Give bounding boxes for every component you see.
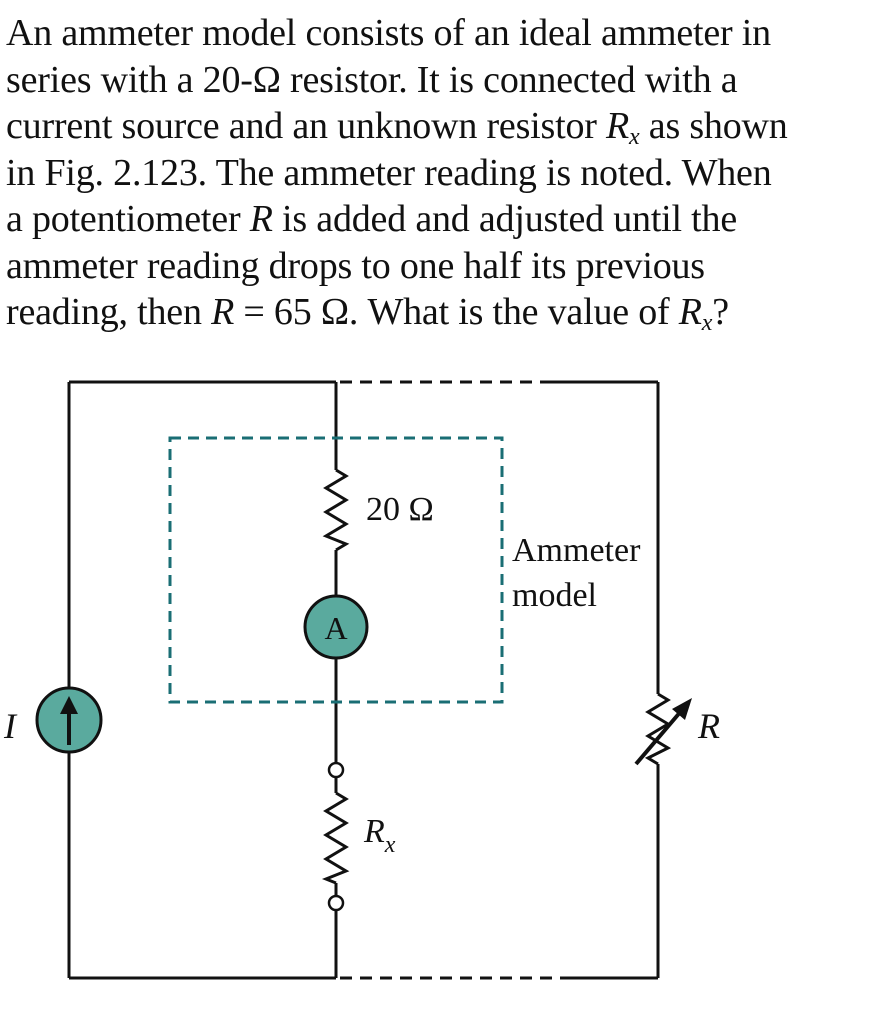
potentiometer-arrow — [634, 698, 692, 766]
rx-terminal-top — [327, 761, 345, 779]
problem-line-4: in Fig. 2.123. The ammeter reading is no… — [6, 151, 772, 194]
ammeter: A — [303, 594, 369, 660]
dashed-connection-wires — [340, 380, 560, 980]
unknown-resistor-rx — [321, 791, 350, 885]
rx-label: Rx — [363, 813, 396, 858]
problem-line-6: ammeter reading drops to one half its pr… — [6, 244, 705, 287]
resistor-20-ohm — [322, 468, 350, 552]
problem-line-5: a potentiometer R is added and adjusted … — [6, 198, 738, 240]
ammeter-symbol: A — [324, 610, 347, 646]
problem-line-1: An ammeter model consists of an ideal am… — [6, 12, 771, 54]
current-source-label: I — [3, 706, 18, 746]
problem-line-7: reading, then R = 65 Ω. What is the valu… — [6, 291, 729, 336]
problem-statement: An ammeter model consists of an ideal am… — [6, 10, 890, 336]
rx-terminal-bottom — [327, 894, 345, 912]
current-source — [35, 686, 103, 754]
problem-line-2: series with a 20-Ω resistor. It is conne… — [6, 58, 738, 101]
ammeter-model-label-line2: model — [512, 577, 597, 614]
resistor-20-ohm-label: 20 Ω — [366, 491, 434, 528]
potentiometer — [644, 692, 672, 766]
ammeter-model-box — [168, 436, 504, 704]
circuit-wires — [67, 380, 660, 980]
ammeter-model-label-line1: Ammeter — [512, 532, 641, 569]
problem-line-3: current source and an unknown resistor R… — [6, 105, 788, 150]
potentiometer-label: R — [697, 706, 720, 746]
